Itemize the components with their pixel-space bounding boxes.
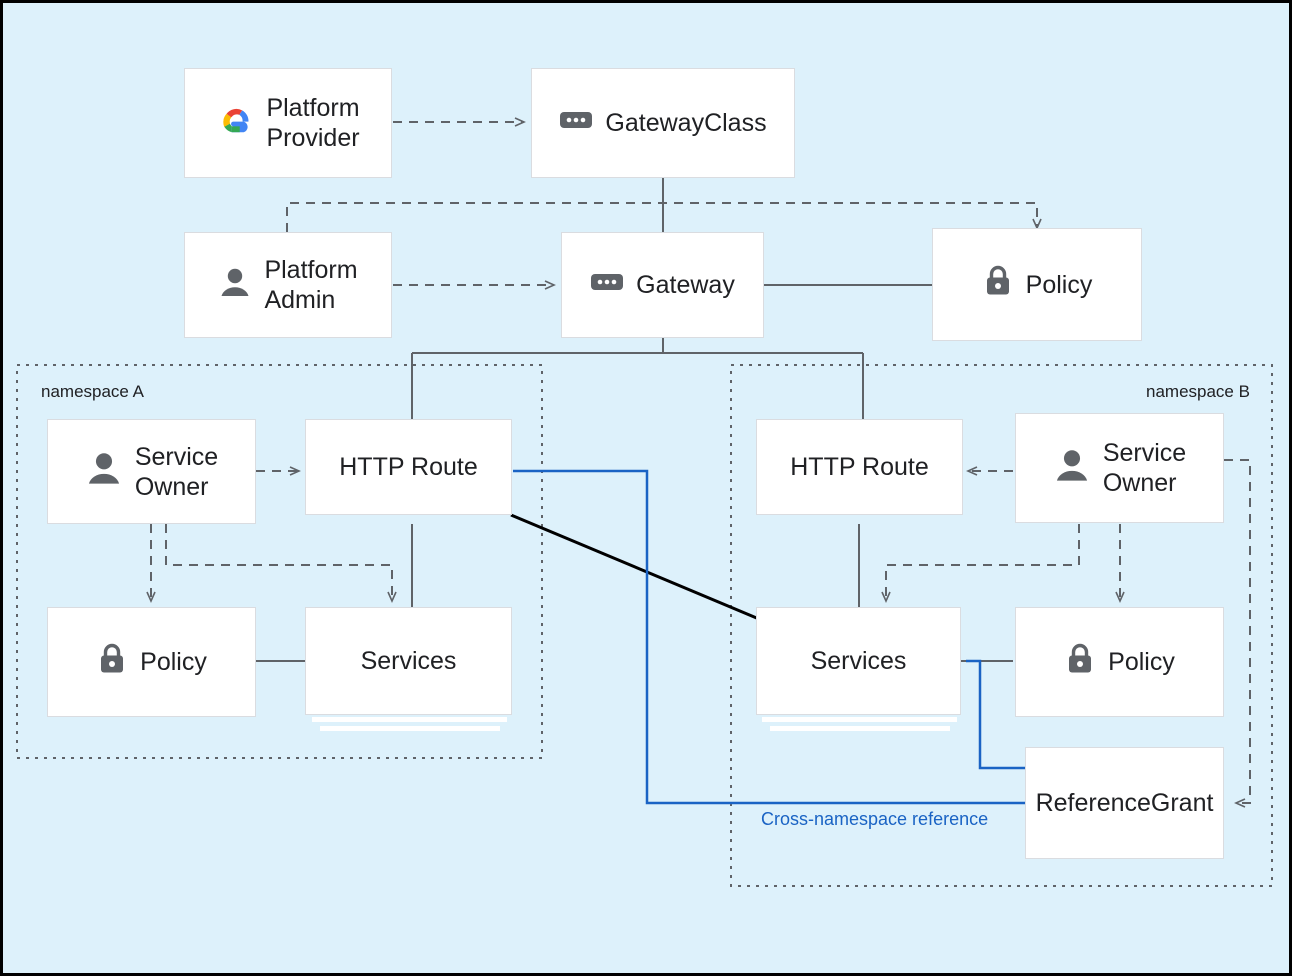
services-a-stack-sheet-2 (320, 726, 500, 731)
node-label: ReferenceGrant (1035, 789, 1214, 817)
edge-service-owner-b-to-reference-grant (1224, 459, 1251, 808)
node-label: Services (360, 647, 457, 675)
node-label: HTTP Route (339, 453, 478, 481)
node-label: Platform Admin (264, 256, 358, 314)
namespace-b-label: namespace B (1146, 382, 1250, 401)
node-http-route-b[interactable]: HTTP Route (756, 419, 963, 515)
connector-layer: GatewayClass (dashed arrow) --> Gateway … (16, 117, 1273, 887)
node-label: Service Owner (134, 442, 219, 501)
person-icon (1053, 446, 1091, 491)
node-policy-b[interactable]: Policy (1015, 607, 1224, 717)
edge-platform-admin-to-policy (286, 202, 1042, 232)
edge-service-owner-b-to-services-b (881, 524, 1080, 603)
lock-icon (1064, 641, 1096, 684)
edge-service-owner-a-to-services-a (165, 524, 397, 603)
node-label: Service Owner (1102, 439, 1187, 497)
resource-chip-icon (590, 270, 624, 300)
node-reference-grant[interactable]: ReferenceGrant (1025, 747, 1224, 859)
person-icon (85, 449, 123, 494)
node-platform-admin[interactable]: Platform Admin (184, 232, 392, 338)
node-http-route-a[interactable]: HTTP Route (305, 419, 512, 515)
node-label: Platform Provider (266, 94, 360, 152)
node-service-owner-b[interactable]: Service Owner (1015, 413, 1224, 523)
node-platform-provider[interactable]: Platform Provider (184, 68, 392, 178)
node-label: HTTP Route (790, 453, 929, 481)
node-service-owner-a[interactable]: Service Owner (47, 419, 256, 524)
services-a-stack-sheet-1 (312, 717, 507, 722)
node-label: Policy (1108, 648, 1175, 676)
node-label: Gateway (636, 271, 735, 299)
resource-chip-icon (559, 108, 593, 138)
node-policy-top[interactable]: Policy (932, 228, 1142, 341)
node-label: Policy (140, 648, 207, 676)
google-cloud-icon (216, 104, 254, 143)
node-label: Policy (1025, 270, 1093, 299)
cross-namespace-reference-label: Cross-namespace reference (761, 809, 989, 829)
edge-services-b-to-reference-grant (966, 659, 1025, 770)
edge-cross-namespace-reference (513, 469, 1025, 805)
namespace-a-boundary (16, 364, 543, 759)
node-gateway-class[interactable]: GatewayClass (531, 68, 795, 178)
services-b-stack-sheet-2 (770, 726, 950, 731)
namespace-b-boundary (730, 364, 1273, 887)
lock-icon (982, 263, 1014, 306)
node-label: GatewayClass (605, 109, 767, 137)
node-label: Services (810, 647, 907, 675)
node-services-b[interactable]: Services (756, 607, 961, 715)
lock-icon (96, 641, 128, 684)
edge-gateway-to-httproutes (411, 338, 864, 419)
person-icon (218, 265, 252, 306)
node-services-a[interactable]: Services (305, 607, 512, 715)
namespace-a-label: namespace A (41, 382, 145, 401)
node-gateway[interactable]: Gateway (561, 232, 764, 338)
services-b-stack-sheet-1 (762, 717, 957, 722)
edge-http-route-a-to-services-b-diagonal (510, 513, 760, 621)
node-policy-a[interactable]: Policy (47, 607, 256, 717)
